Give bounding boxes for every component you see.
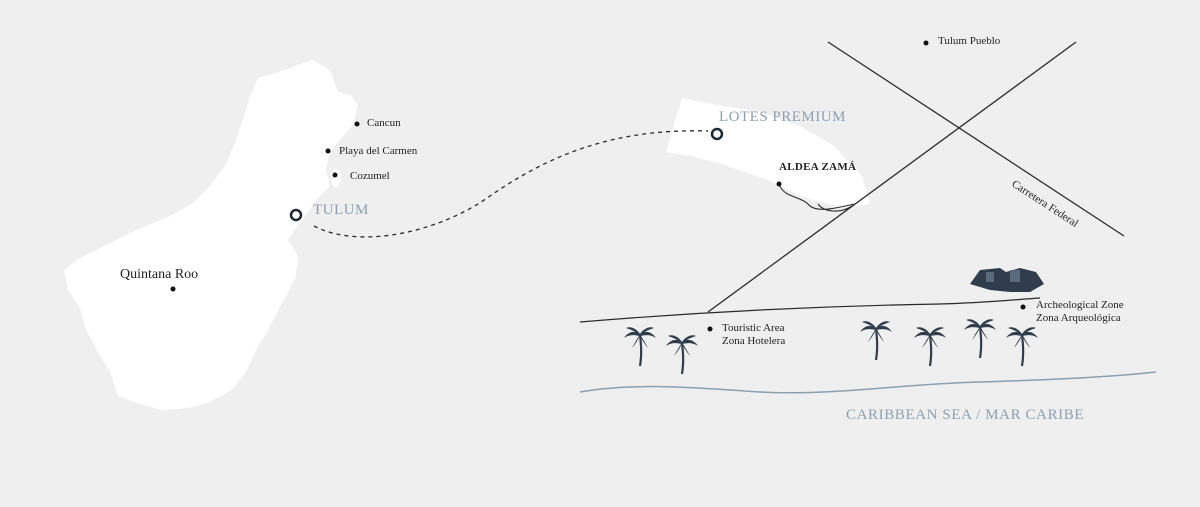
lotes-premium-label: LOTES PREMIUM [719,109,846,125]
cancun-marker [354,121,360,127]
dashed-route [313,130,709,238]
touristic-area-label: Touristic Area [722,322,785,334]
archeological-zone-label: Archeological Zone [1036,299,1124,311]
coastline [579,297,1041,323]
zona-arqueologica-label: Zona Arqueológica [1036,312,1121,324]
cozumel-island [331,169,341,187]
aldea-zama-marker [776,181,782,187]
playa-label: Playa del Carmen [339,145,418,157]
tulum-pueblo-marker [923,40,929,46]
peninsula-land [64,60,358,410]
cancun-label: Cancun [367,117,401,129]
tulum-marker [289,208,303,222]
zona-hotelera-label: Zona Hotelera [722,335,786,347]
playa-marker [325,148,331,154]
touristic-area-marker [707,326,713,332]
ruins-icon [970,268,1044,292]
access-road-loop [817,203,853,212]
palm-tree-icon [622,326,658,368]
palm-tree-icon [1004,326,1040,368]
sea-label: CARIBBEAN SEA / MAR CARIBE [846,407,1085,423]
quintana-roo-label: Quintana Roo [120,267,199,282]
tulum-pueblo-label: Tulum Pueblo [938,35,1001,47]
palm-tree-icon [858,320,894,362]
aldea-zama-label: ALDEA ZAMÁ [779,161,857,173]
access-road [778,183,855,210]
archeological-marker [1020,304,1026,310]
cozumel-marker [332,172,338,178]
palm-tree-icon [962,318,998,360]
palm-tree-icon [912,326,948,368]
road-line [827,41,1125,237]
quintana-roo-marker [170,286,176,292]
aldea-zama-plot [666,98,870,208]
highway-line [707,41,1077,313]
sea-wave [579,371,1157,394]
lotes-premium-marker [710,127,724,141]
palm-tree-icon [664,334,700,376]
cozumel-label: Cozumel [350,170,390,182]
tulum-label: TULUM [313,202,369,218]
